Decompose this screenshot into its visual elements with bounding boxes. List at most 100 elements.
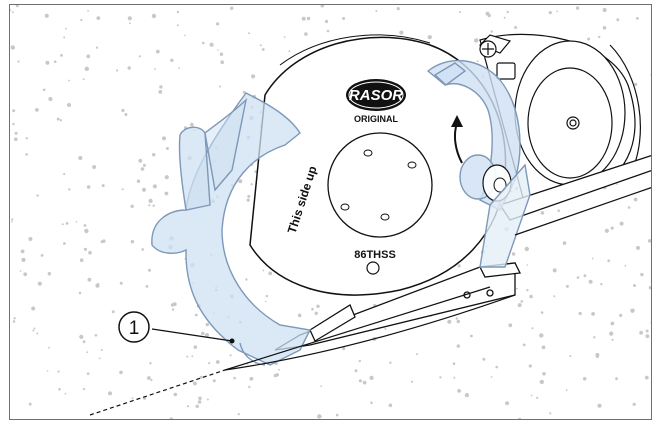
speckle-dot	[633, 197, 638, 202]
speckle-dot	[540, 311, 544, 314]
speckle-dot	[60, 54, 63, 57]
speckle-dot	[191, 355, 194, 358]
speckle-dot	[640, 272, 644, 277]
speckle-dot	[63, 242, 66, 245]
speckle-dot	[216, 22, 220, 26]
rasor-logo: RASOR	[346, 79, 406, 111]
speckle-dot	[96, 16, 101, 20]
speckle-dot	[136, 179, 141, 183]
speckle-dot	[447, 319, 452, 324]
speckle-dot	[36, 332, 39, 335]
speckle-dot	[457, 264, 461, 268]
speckle-dot	[204, 333, 210, 338]
speckle-dot	[78, 155, 83, 161]
speckle-dot	[94, 334, 98, 337]
speckle-dot	[151, 13, 157, 19]
speckle-dot	[100, 349, 103, 351]
speckle-dot	[148, 198, 153, 203]
saw-motor-housing	[478, 33, 641, 206]
speckle-dot	[249, 376, 254, 381]
speckle-dot	[476, 60, 479, 63]
speckle-dot	[548, 11, 552, 15]
speckle-dot	[83, 224, 87, 227]
speckle-dot	[31, 306, 36, 311]
speckle-dot	[36, 194, 39, 197]
speckle-dot	[21, 257, 26, 262]
work-surface-edge	[89, 187, 651, 416]
speckle-dot	[536, 396, 539, 399]
speckle-dot	[326, 29, 330, 33]
speckle-dot	[140, 167, 145, 171]
speckle-dot	[259, 44, 262, 47]
speckle-dot	[35, 108, 39, 112]
speckle-dot	[219, 52, 224, 56]
speckle-dot	[630, 308, 635, 313]
model-number: 86THSS	[354, 249, 396, 261]
speckle-dot	[619, 221, 624, 226]
speckle-dot	[587, 37, 591, 41]
speckle-dot	[597, 403, 602, 408]
speckle-dot	[552, 268, 557, 273]
speckle-dot	[68, 79, 70, 82]
speckle-dot	[514, 26, 518, 29]
speckle-dot	[650, 321, 651, 324]
speckle-dot	[453, 376, 456, 379]
speckle-dot	[319, 415, 322, 418]
speckle-dot	[230, 6, 234, 10]
speckle-dot	[518, 417, 522, 419]
speckle-dot	[455, 317, 458, 320]
speckle-dot	[65, 27, 67, 30]
speckle-dot	[633, 284, 636, 287]
speckle-dot	[265, 294, 269, 298]
speckle-dot	[10, 45, 15, 50]
speckle-dot	[575, 6, 580, 10]
speckle-dot	[152, 204, 155, 207]
speckle-dot	[83, 247, 87, 251]
speckle-dot	[506, 10, 509, 14]
speckle-dot	[358, 379, 362, 383]
speckle-dot	[470, 334, 473, 338]
arbor-hole	[327, 132, 433, 238]
speckle-dot	[190, 122, 194, 127]
speckle-dot	[611, 338, 614, 341]
blade-guard-right	[426, 59, 531, 268]
speckle-dot	[569, 355, 572, 358]
speckle-dot	[220, 60, 224, 64]
speckle-dot	[565, 284, 569, 288]
speckle-dot	[155, 49, 160, 54]
speckle-dot	[610, 226, 614, 230]
speckle-dot	[28, 237, 33, 241]
speckle-dot	[306, 16, 311, 21]
speckle-dot	[576, 276, 580, 279]
callout-leader-line	[151, 328, 233, 342]
speckle-dot	[152, 153, 156, 157]
speckle-dot	[311, 307, 314, 311]
speckle-dot	[127, 16, 132, 21]
speckle-dot	[636, 17, 639, 20]
speckle-dot	[17, 60, 20, 63]
speckle-dot	[119, 281, 123, 285]
speckle-dot	[154, 68, 156, 70]
speckle-dot	[529, 294, 533, 299]
speckle-dot	[456, 319, 460, 324]
speckle-dot	[149, 362, 152, 365]
speckle-dot	[250, 183, 253, 186]
speckle-dot	[237, 413, 240, 416]
speckle-dot	[23, 272, 28, 277]
speckle-dot	[650, 73, 651, 76]
speckle-dot	[375, 10, 378, 12]
speckle-dot	[82, 78, 85, 81]
speckle-dot	[369, 375, 374, 380]
speckle-dot	[25, 153, 28, 156]
speckle-dot	[145, 285, 149, 288]
speckle-dot	[562, 241, 567, 245]
speckle-dot	[116, 69, 119, 72]
speckle-dot	[215, 360, 220, 364]
speckle-dot	[456, 344, 460, 348]
speckle-dot	[602, 26, 607, 30]
speckle-dot	[197, 400, 202, 404]
speckle-dot	[556, 10, 558, 13]
speckle-dot	[56, 117, 60, 121]
speckle-dot	[503, 16, 506, 19]
speckle-dot	[86, 185, 91, 189]
